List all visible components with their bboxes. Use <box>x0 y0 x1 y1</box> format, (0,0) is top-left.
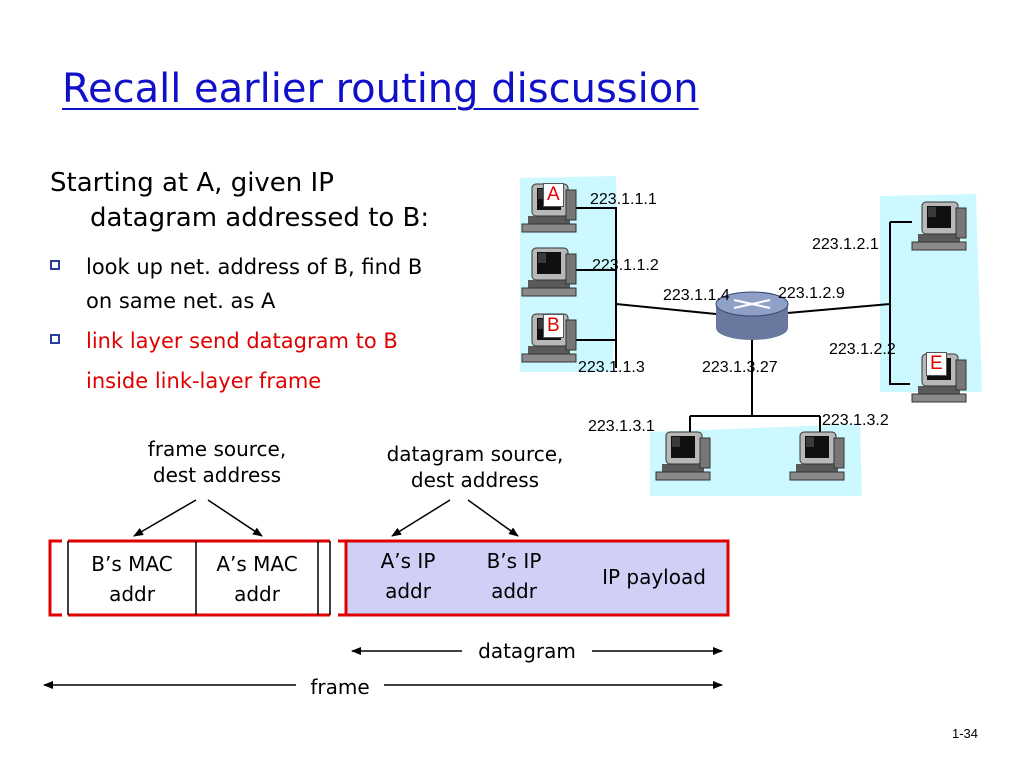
cell-line: addr <box>491 579 537 603</box>
bullet-line: on same net. as A <box>86 289 276 313</box>
ip-address-label: 223.1.3.1 <box>588 418 655 435</box>
ip-payload-cell: IP payload <box>602 565 706 589</box>
datagram-address-label-line: dest address <box>410 468 540 492</box>
frame-span-label: frame <box>310 675 370 699</box>
ip-address-label: 223.1.1.3 <box>578 359 645 376</box>
ip-address-label: 223.1.1.2 <box>592 257 659 274</box>
bullet-line: inside link-layer frame <box>86 369 322 393</box>
bullet-line: link layer send datagram to B <box>86 329 398 353</box>
cell-line: B’s IP <box>486 549 542 573</box>
host-a-label: A <box>543 183 564 207</box>
datagram-address-label-line: datagram source, <box>386 442 564 466</box>
a-mac-addr-cell: A’s MAC addr <box>196 549 318 609</box>
page-title: Recall earlier routing discussion <box>62 66 699 112</box>
ip-address-label: 223.1.1.4 <box>663 287 730 304</box>
ip-address-label: 223.1.2.2 <box>829 341 896 358</box>
bullet-square-icon <box>50 260 60 270</box>
intro-line-1: Starting at A, given IP <box>50 168 334 198</box>
bullet-square-icon <box>50 334 60 344</box>
cell-line: A’s MAC <box>216 552 298 576</box>
cell-line: A’s IP <box>380 549 436 573</box>
b-mac-addr-cell: B’s MAC addr <box>68 549 196 609</box>
host-e-label: E <box>926 352 947 376</box>
slide-number: 1-34 <box>951 726 978 741</box>
ip-address-label: 223.1.3.27 <box>702 359 778 376</box>
network-links <box>566 207 912 436</box>
cell-line: addr <box>385 579 431 603</box>
frame-address-label-line: frame source, <box>147 437 287 461</box>
bullet-line: look up net. address of B, find B <box>86 255 423 279</box>
ip-address-label: 223.1.2.9 <box>778 285 845 302</box>
ip-address-label: 223.1.1.1 <box>590 191 657 208</box>
datagram-address-label: datagram source, dest address <box>352 441 598 493</box>
a-ip-addr-cell: A’s IP addr <box>348 546 468 606</box>
datagram-area <box>346 542 728 614</box>
ip-address-label: 223.1.2.1 <box>812 236 879 253</box>
datagram-span-label: datagram <box>478 639 576 663</box>
cell-line: addr <box>109 582 155 606</box>
frame-address-label: frame source, dest address <box>104 436 330 488</box>
intro-text: Starting at A, given IP datagram address… <box>50 166 520 236</box>
host-b-label: B <box>543 314 564 338</box>
cell-line: B’s MAC <box>91 552 173 576</box>
intro-line-2: datagram addressed to B: <box>90 203 430 233</box>
frame-address-label-line: dest address <box>152 463 282 487</box>
router-icon <box>715 291 789 340</box>
cell-line: addr <box>234 582 280 606</box>
ip-address-label: 223.1.3.2 <box>822 412 889 429</box>
b-ip-addr-cell: B’s IP addr <box>454 546 574 606</box>
frame-border <box>48 539 730 617</box>
